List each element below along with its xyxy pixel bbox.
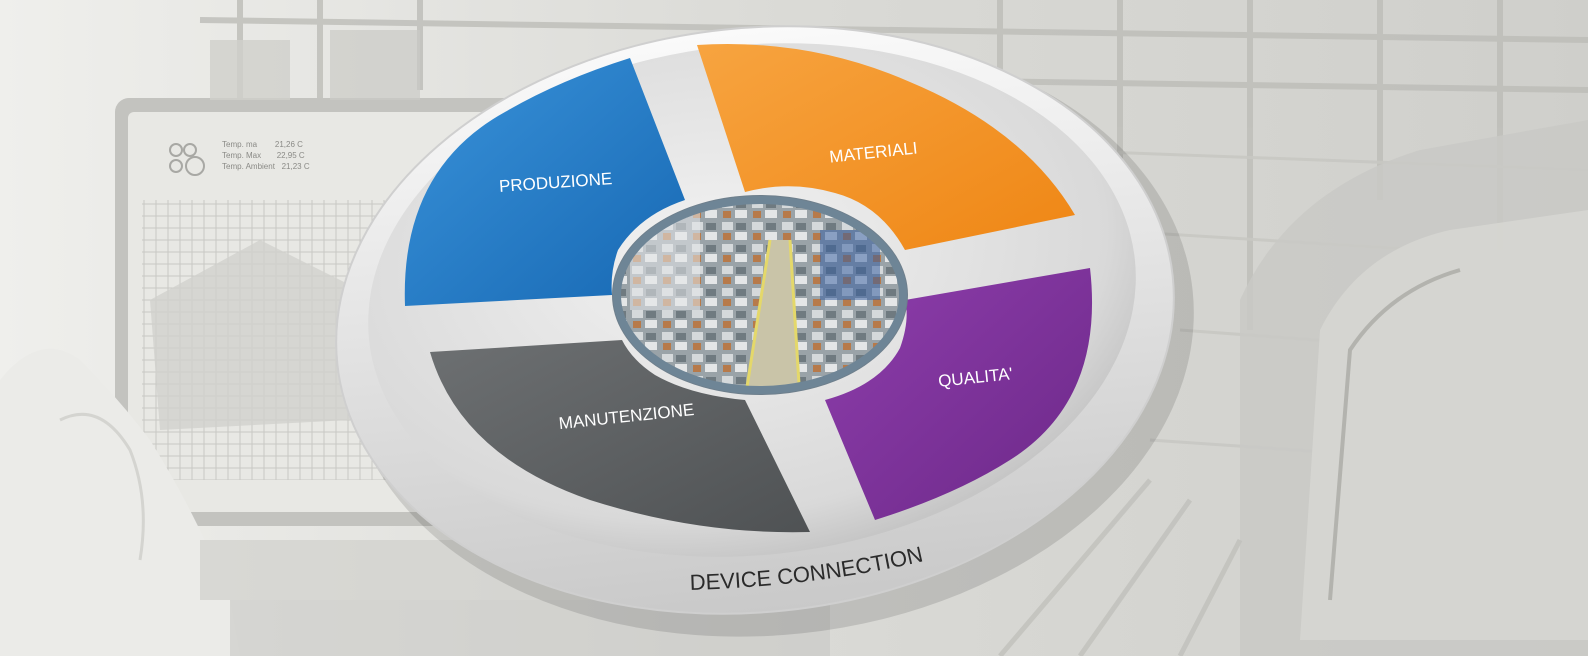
tablet-readout: Temp. ma 21,26 C Temp. Max 22,95 C Temp.… [222,139,310,172]
segment-materiali [697,44,1075,250]
tablet-row: Temp. Ambient 21,23 C [222,162,310,171]
segment-produzione [404,58,685,306]
tablet-row: Temp. Max 22,95 C [222,151,305,160]
center-factory-image [612,195,908,395]
segment-manutenzione [430,340,810,533]
tablet-row: Temp. ma 21,26 C [222,140,303,149]
segment-qualita [825,268,1093,520]
